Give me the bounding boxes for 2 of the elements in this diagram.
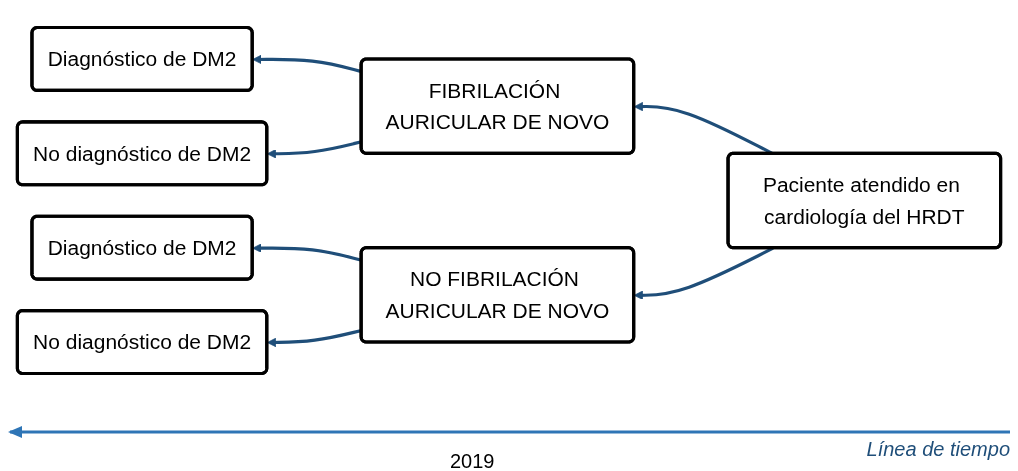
timeline-label: Línea de tiempo bbox=[866, 438, 1010, 461]
year-label: 2019 bbox=[450, 450, 495, 471]
